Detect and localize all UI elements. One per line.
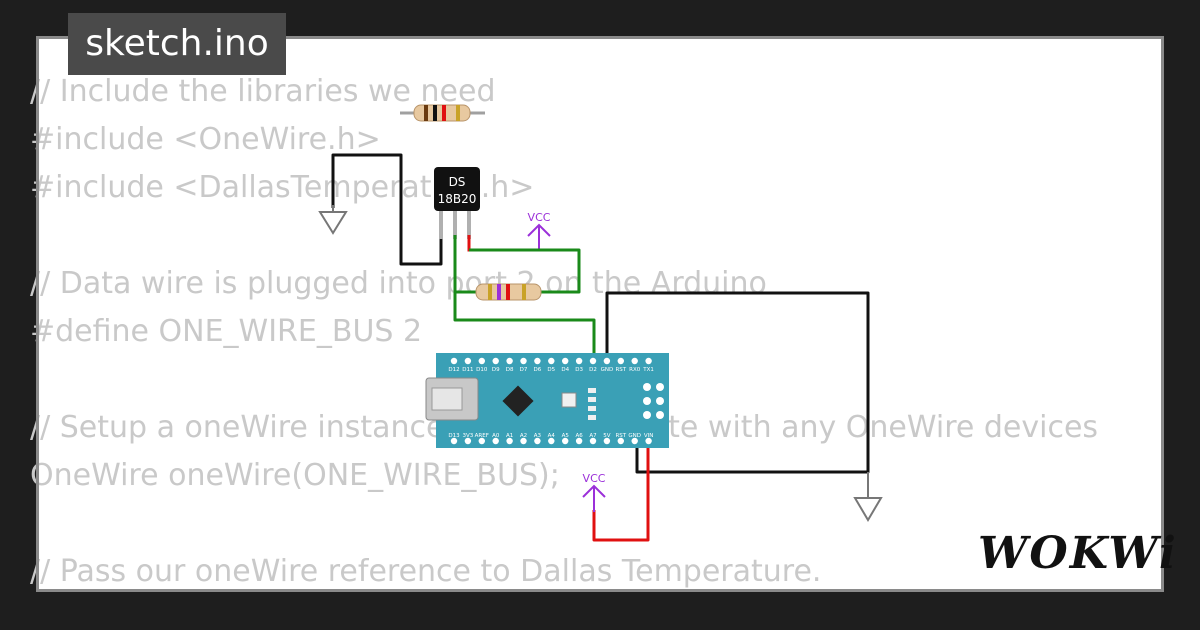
bottom-pin-label: A3 <box>534 433 542 439</box>
sensor-label-2: 18B20 <box>438 192 477 206</box>
bottom-pin-label: 3V3 <box>463 433 474 439</box>
resistor-top[interactable] <box>400 104 485 122</box>
resistor-pullup[interactable] <box>475 283 542 301</box>
top-pin-d8[interactable] <box>506 357 513 365</box>
wokwi-logo: WOKWi <box>978 528 1178 579</box>
top-pin-tx1[interactable] <box>645 357 652 365</box>
bottom-pin-label: VIN <box>644 433 654 439</box>
top-pin-label: RST <box>615 367 626 373</box>
code-line: // Include the libraries we need <box>30 74 496 109</box>
top-pin-rst[interactable] <box>617 357 624 365</box>
bottom-pin-label: A7 <box>589 433 597 439</box>
bottom-pin-gnd[interactable] <box>631 437 638 445</box>
bottom-pin-a3[interactable] <box>534 437 541 445</box>
top-pin-label: GND <box>601 367 614 373</box>
bottom-pin-a1[interactable] <box>506 437 513 445</box>
top-pin-d10[interactable] <box>478 357 485 365</box>
bottom-pin-label: D13 <box>448 433 460 439</box>
wire-data <box>453 235 596 362</box>
top-pin-d12[interactable] <box>450 357 458 365</box>
bottom-mask <box>36 592 1164 630</box>
top-pin-d9[interactable] <box>492 357 499 365</box>
top-pin-label: D3 <box>575 367 583 373</box>
bottom-pin-a4[interactable] <box>548 437 555 445</box>
bottom-pin-label: GND <box>628 433 641 439</box>
top-pin-d11[interactable] <box>464 357 472 365</box>
top-pin-d3[interactable] <box>575 357 583 365</box>
bottom-pin-label: A4 <box>548 433 556 439</box>
top-pin-label: D12 <box>448 367 459 373</box>
vcc-label-top: VCC <box>528 211 551 224</box>
top-pin-label: D11 <box>462 367 473 373</box>
code-line: #include <OneWire.h> <box>30 122 381 157</box>
top-pin-label: D9 <box>492 367 500 373</box>
top-pin-rx0[interactable] <box>631 357 638 365</box>
top-pin-d2[interactable] <box>589 357 597 365</box>
wire-vin <box>592 440 650 542</box>
file-tab[interactable]: sketch.ino <box>68 13 286 75</box>
vcc-label-bottom: VCC <box>583 472 606 485</box>
bottom-pin-label: A2 <box>520 433 527 439</box>
bottom-pin-vin[interactable] <box>645 437 652 445</box>
bottom-pin-label: A0 <box>492 433 500 439</box>
bottom-pin-label: A1 <box>506 433 513 439</box>
top-pin-label: RX0 <box>629 367 641 373</box>
top-pin-gnd[interactable] <box>603 357 611 365</box>
bottom-pin-label: RST <box>615 433 626 439</box>
top-pin-label: D10 <box>476 367 488 373</box>
top-pin-label: D4 <box>561 367 569 373</box>
ground-symbol-left <box>318 205 348 235</box>
top-pin-d5[interactable] <box>548 357 555 365</box>
top-pin-label: D8 <box>506 367 514 373</box>
ds18b20-sensor[interactable]: DS 18B20 <box>434 167 480 239</box>
bottom-pin-a2[interactable] <box>520 437 527 445</box>
top-pin-label: D6 <box>534 367 542 373</box>
bottom-pin-label: A6 <box>575 433 583 439</box>
bottom-pin-5v[interactable] <box>603 437 611 445</box>
ground-symbol-right <box>853 497 883 522</box>
canvas-card <box>36 36 1164 592</box>
vcc-symbol-bottom: VCC <box>582 472 606 512</box>
sensor-label-1: DS <box>449 175 466 189</box>
bottom-pin-rst[interactable] <box>617 437 624 445</box>
code-line: // Data wire is plugged into port 2 on t… <box>30 266 767 301</box>
top-pin-d7[interactable] <box>520 357 527 365</box>
bottom-pin-3v3[interactable] <box>464 437 472 445</box>
code-line: #define ONE_WIRE_BUS 2 <box>30 314 423 349</box>
code-line: OneWire oneWire(ONE_WIRE_BUS); <box>30 458 560 493</box>
bottom-pin-a0[interactable] <box>492 437 499 445</box>
top-pin-label: D2 <box>589 367 597 373</box>
bottom-pin-d13[interactable] <box>450 437 458 445</box>
top-pin-label: TX1 <box>642 367 654 373</box>
vcc-symbol-top: VCC <box>527 211 551 250</box>
bottom-pin-a7[interactable] <box>589 437 597 445</box>
bottom-pin-label: 5V <box>603 433 610 439</box>
top-pin-label: D7 <box>520 367 528 373</box>
bottom-pin-a6[interactable] <box>575 437 583 445</box>
wire-gnd-sensor <box>331 153 443 266</box>
top-pin-d6[interactable] <box>534 357 541 365</box>
bottom-pin-a5[interactable] <box>562 437 569 445</box>
bottom-pin-aref[interactable] <box>478 437 485 445</box>
wire-gnd-board <box>605 291 870 474</box>
top-pin-label: D5 <box>547 367 555 373</box>
wire-data-pullup <box>469 248 581 294</box>
wire-vcc-sensor <box>467 235 539 252</box>
top-pin-d4[interactable] <box>562 357 569 365</box>
code-line: // Pass our oneWire reference to Dallas … <box>30 554 822 589</box>
bottom-pin-label: AREF <box>475 433 489 439</box>
bottom-pin-label: A5 <box>562 433 570 439</box>
